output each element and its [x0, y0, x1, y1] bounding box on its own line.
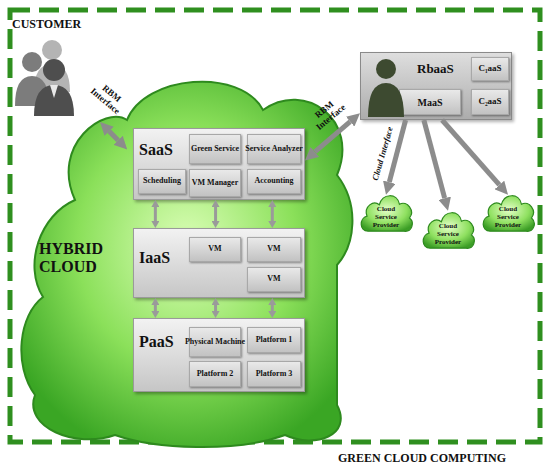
hybrid-cloud: Green ServiceService AnalyzerSchedulingV…	[15, 75, 355, 447]
box-label: VM	[208, 245, 221, 254]
layer-panel: Green Service Service AnalyzerScheduling V…	[133, 128, 305, 200]
diagram-caption-label: GREEN CLOUD COMPUTING	[338, 452, 506, 465]
service-box: Platform 1	[247, 327, 301, 353]
interface-label: RBM Interface	[82, 74, 135, 123]
rbaas-person-icon	[366, 55, 406, 117]
service-box: VM Manager	[189, 169, 241, 197]
box-label: Scheduling	[143, 177, 181, 186]
provider-cloud: Cloud Service Provider	[358, 188, 414, 236]
service-box: C₂aaS	[471, 89, 509, 115]
service-box: VM	[247, 237, 301, 262]
interface-label: Cloud Interface	[369, 119, 397, 189]
service-box: Service Analyzer	[247, 134, 301, 164]
heading-label: IaaS	[139, 249, 170, 267]
layer-arrow	[214, 207, 217, 221]
box-label: C₂aaS	[478, 97, 501, 107]
customer-icon	[14, 36, 76, 116]
service-box: MaaS	[399, 89, 461, 115]
interface-arrow	[424, 120, 445, 198]
layer-arrow	[154, 207, 157, 221]
heading-label: CUSTOMER	[12, 18, 81, 31]
layer-panel: Physical Machine Platform 1 Platform 2 Plat…	[133, 318, 305, 392]
heading-label: PaaS	[139, 333, 174, 351]
box-label: Cloud Service Provider	[429, 223, 467, 246]
box-label: Green Service	[191, 145, 239, 154]
service-box: Physical Machine	[189, 327, 241, 357]
layer-arrow	[271, 207, 274, 221]
service-box: VM	[189, 237, 241, 262]
service-box: C₁aaS	[471, 57, 509, 81]
box-label: Cloud Service Provider	[367, 206, 405, 229]
provider-cloud: Cloud Service Provider	[420, 205, 476, 253]
box-label: MaaS	[418, 97, 443, 108]
service-box: Green Service	[189, 134, 241, 164]
box-label: C₁aaS	[478, 64, 501, 74]
provider-cloud: Cloud Service Provider	[480, 188, 536, 236]
cloud-outline	[423, 213, 474, 249]
service-box: Scheduling	[138, 169, 186, 194]
service-box: Platform 3	[247, 361, 301, 387]
heading-label: SaaS	[139, 141, 173, 159]
box-label: Accounting	[254, 177, 293, 186]
interface-arrow	[109, 131, 118, 140]
box-label: Physical Machine	[185, 338, 245, 347]
service-box: VM	[247, 267, 301, 292]
box-label: Platform 1	[256, 336, 293, 345]
layer-arrow	[271, 305, 274, 311]
cloud-outline	[483, 196, 534, 232]
box-label: VM Manager	[192, 179, 238, 188]
layer-arrow	[214, 305, 217, 311]
heading-label: HYBRID CLOUD	[39, 240, 119, 275]
box-label: Platform 3	[256, 370, 293, 379]
box-label: Service Analyzer	[245, 145, 303, 154]
layer-panel: VM VM VM IaaS	[133, 228, 305, 298]
cloud-outline	[21, 82, 352, 447]
service-box: Accounting	[247, 169, 301, 194]
box-label: Platform 2	[197, 370, 234, 379]
box-label: VM	[267, 275, 280, 284]
layer-arrow	[154, 305, 157, 311]
interface-arrow	[442, 120, 499, 185]
service-box: Platform 2	[189, 361, 241, 387]
box-label: Cloud Service Provider	[489, 206, 527, 229]
cloud-outline	[361, 196, 412, 232]
box-label: VM	[267, 245, 280, 254]
heading-label: RbaaS	[417, 62, 454, 76]
